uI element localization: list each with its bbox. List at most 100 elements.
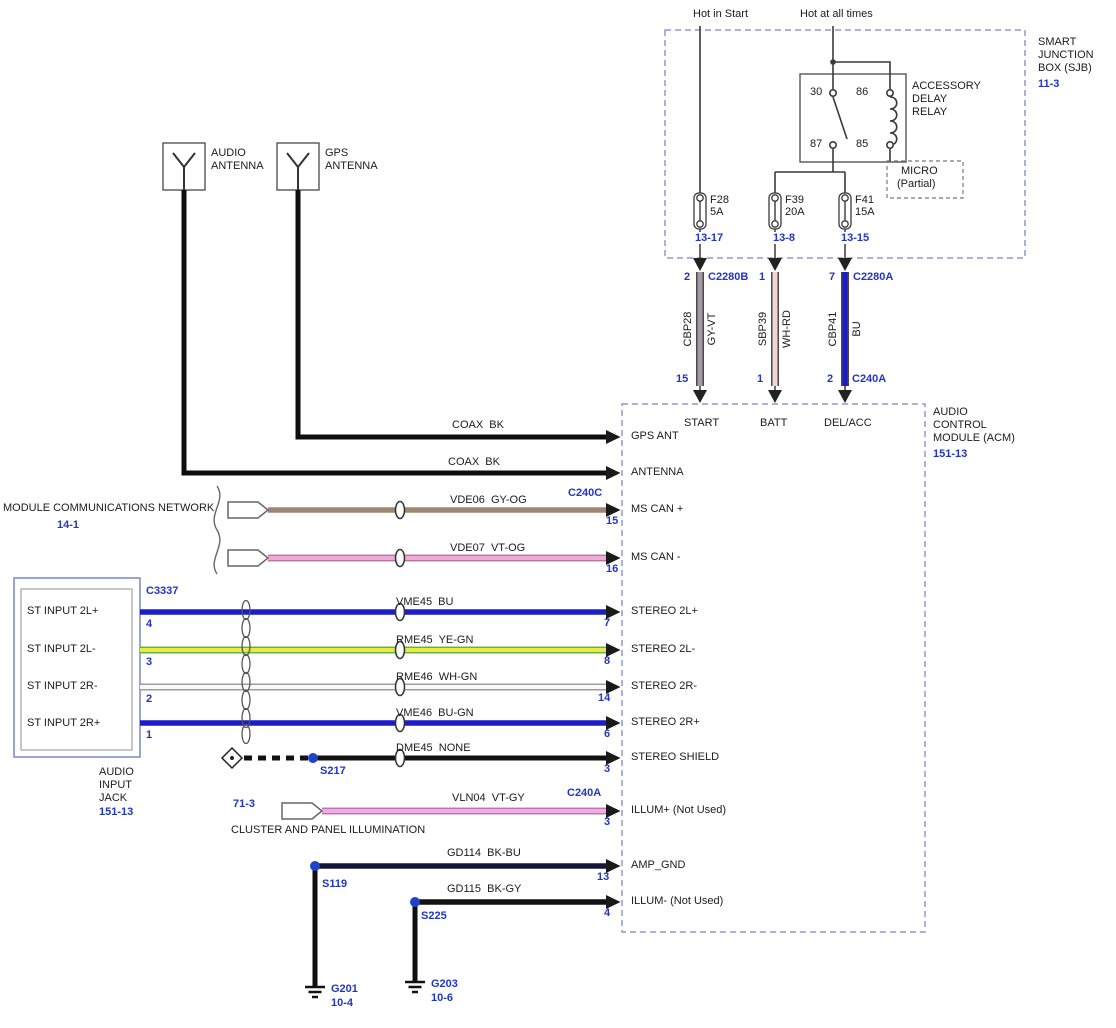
acm-pin-3-shield: 3 bbox=[604, 763, 611, 775]
wire-label-rme46: RME46 WH-GN bbox=[396, 671, 478, 683]
acm-pin-start: START bbox=[684, 417, 720, 429]
illum-page-ref: 71-3 bbox=[233, 798, 256, 810]
coax-wires bbox=[181, 190, 606, 476]
sjb-exit-arrows bbox=[693, 258, 852, 271]
acm-page-ref: 151-13 bbox=[933, 448, 968, 460]
hot-in-start-label: Hot in Start bbox=[693, 8, 749, 20]
wire-name-sbp39: SBP39 bbox=[757, 311, 769, 347]
ms-can-plus-connector bbox=[227, 501, 270, 519]
wire-label-vln04: VLN04 VT-GY bbox=[452, 792, 525, 804]
sjb-name-line3: BOX (SJB) bbox=[1038, 62, 1092, 74]
acm-pin-13: 13 bbox=[597, 871, 610, 883]
acm-pin-amp-gnd: AMP_GND bbox=[631, 859, 686, 871]
acm-pin-16: 16 bbox=[606, 563, 619, 575]
fuse-f28-name: F28 bbox=[710, 194, 729, 206]
jack-name-line2: INPUT bbox=[99, 779, 132, 791]
wire-label-dme45: DME45 NONE bbox=[396, 742, 471, 754]
network-connectors bbox=[227, 501, 324, 820]
relay-label-line1: ACCESSORY bbox=[912, 80, 981, 92]
connector-c240a-illum: C240A bbox=[567, 787, 602, 799]
acm-box bbox=[621, 403, 926, 933]
circuit-break-squiggle bbox=[213, 485, 221, 575]
illum-source-label: CLUSTER AND PANEL ILLUMINATION bbox=[231, 824, 426, 836]
wire-label-vme46: VME46 BU-GN bbox=[396, 707, 474, 719]
acm-name-line2: CONTROL bbox=[933, 419, 987, 431]
acm-pin-ms-can-minus: MS CAN - bbox=[631, 551, 681, 563]
acm-pin-6: 6 bbox=[604, 728, 611, 740]
hot-at-all-times-label: Hot at all times bbox=[800, 8, 873, 20]
acm-pin-gps-ant: GPS ANT bbox=[631, 430, 679, 442]
acm-pin-14: 14 bbox=[598, 692, 611, 704]
acm-pin-3-illum: 3 bbox=[604, 816, 611, 828]
audio-antenna-label-line2: ANTENNA bbox=[211, 160, 264, 172]
wire-label-vde06: VDE06 GY-OG bbox=[450, 494, 527, 506]
relay-switch bbox=[832, 96, 848, 140]
feed3-bottom-pin: 2 bbox=[827, 373, 834, 385]
ground-wires bbox=[312, 866, 418, 986]
relay-coil bbox=[889, 96, 898, 146]
acm-edge-arrows bbox=[606, 430, 621, 909]
wire-name-cbp41: CBP41 bbox=[827, 311, 839, 347]
ground-label-g201: G201 bbox=[331, 983, 358, 995]
mcn-page-ref: 14-1 bbox=[57, 519, 80, 531]
wire-coax-gps bbox=[295, 190, 606, 440]
acm-pin-stereo-2rp: STEREO 2R+ bbox=[631, 716, 700, 728]
jack-pin-st-input-2lp: ST INPUT 2L+ bbox=[27, 605, 99, 617]
jack-page-ref: 151-13 bbox=[99, 806, 134, 818]
relay-box bbox=[799, 73, 907, 163]
splice-s217 bbox=[308, 753, 318, 763]
fuse-f41-amps: 15A bbox=[855, 206, 875, 218]
wire-color-bu: BU bbox=[851, 321, 863, 337]
sjb-page-ref: 11-3 bbox=[1038, 78, 1060, 90]
micro-box bbox=[886, 160, 964, 199]
junction-node bbox=[830, 59, 836, 65]
splice-dots bbox=[308, 753, 420, 907]
splice-s119 bbox=[310, 861, 320, 871]
feed1-bottom-pin: 15 bbox=[676, 373, 689, 385]
micro-label-line1: MICRO bbox=[901, 165, 938, 177]
micro-label-line2: (Partial) bbox=[897, 178, 936, 190]
wire-label-gd115: GD115 BK-GY bbox=[447, 883, 522, 895]
feed2-bottom-pin: 1 bbox=[757, 373, 764, 385]
ground-label-g203: G203 bbox=[431, 978, 458, 990]
relay-pin-85: 85 bbox=[856, 138, 869, 150]
splice-label-s217: S217 bbox=[320, 765, 346, 777]
acm-pin-antenna: ANTENNA bbox=[631, 466, 684, 478]
ms-can-minus-connector bbox=[227, 549, 270, 567]
gps-antenna-label-line2: ANTENNA bbox=[325, 160, 378, 172]
relay-label-line3: RELAY bbox=[912, 106, 948, 118]
fuse-f39-ref: 13-8 bbox=[772, 232, 797, 244]
acm-pin-stereo-shield: STEREO SHIELD bbox=[631, 751, 720, 763]
component-boxes bbox=[13, 29, 1026, 933]
antenna-icons bbox=[172, 152, 310, 190]
inline-connector-loops bbox=[394, 500, 406, 768]
relay-label-line2: DELAY bbox=[912, 93, 948, 105]
fuse-f39-amps: 20A bbox=[785, 206, 805, 218]
jack-box bbox=[13, 577, 141, 758]
signal-wires bbox=[140, 507, 606, 905]
fuse-f41-name: F41 bbox=[855, 194, 874, 206]
acm-name-line3: MODULE (ACM) bbox=[933, 432, 1015, 444]
acm-pin-8: 8 bbox=[604, 655, 611, 667]
jack-inner-box bbox=[20, 588, 133, 751]
fuse-f28-amps: 5A bbox=[710, 206, 724, 218]
audio-antenna-label-line1: AUDIO bbox=[211, 147, 246, 159]
ground-symbols bbox=[305, 980, 425, 999]
sjb-box bbox=[664, 29, 1026, 259]
splice-label-s225: S225 bbox=[421, 910, 447, 922]
acm-pin-illum-plus: ILLUM+ (Not Used) bbox=[631, 804, 727, 816]
relay-pin-87: 87 bbox=[810, 138, 823, 150]
sjb-name-line2: JUNCTION bbox=[1038, 49, 1094, 61]
acm-entry-arrows bbox=[693, 386, 852, 403]
shield-terminator bbox=[220, 746, 244, 770]
acm-pin-7: 7 bbox=[604, 617, 611, 629]
jack-name-line1: AUDIO bbox=[99, 766, 134, 778]
wire-label-rme45: RME45 YE-GN bbox=[396, 634, 474, 646]
wire-label-coax-gps: COAX BK bbox=[452, 419, 504, 431]
feed-wires bbox=[696, 272, 849, 386]
acm-pin-stereo-2lp: STEREO 2L+ bbox=[631, 605, 698, 617]
relay-pin-86: 86 bbox=[856, 86, 869, 98]
fuse-f41-ref: 13-15 bbox=[840, 232, 871, 244]
audio-antenna-icon bbox=[172, 152, 196, 190]
jack-pin-1: 1 bbox=[146, 729, 153, 741]
